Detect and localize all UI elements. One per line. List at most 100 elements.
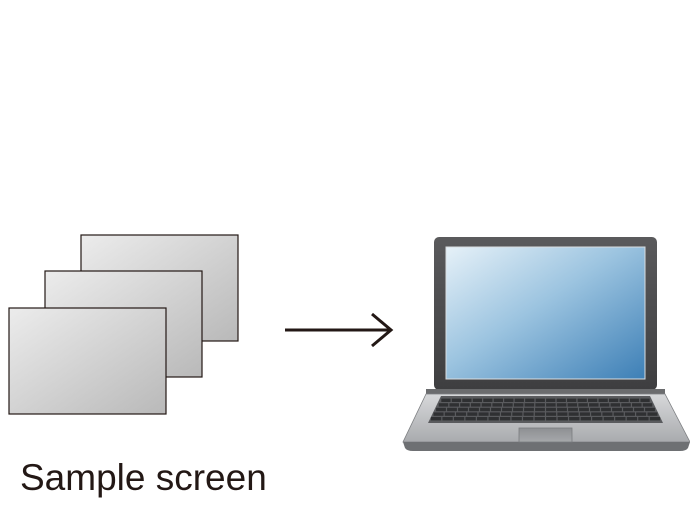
keyboard-key: [556, 398, 566, 402]
keyboard-key: [534, 412, 545, 416]
keyboard-key: [483, 398, 493, 402]
keyboard-key: [615, 417, 626, 421]
keyboard-key: [629, 398, 640, 402]
keyboard-key: [441, 398, 451, 402]
keyboard-key: [462, 398, 472, 402]
keyboard-key: [556, 403, 567, 407]
keyboard-key: [500, 417, 511, 421]
keyboard-key: [647, 412, 658, 416]
right-arrow-icon: [285, 312, 394, 348]
keyboard-key: [588, 398, 598, 402]
keyboard-key: [535, 403, 545, 407]
keyboard-key: [492, 403, 502, 407]
keyboard-key: [491, 407, 501, 412]
keyboard-key: [579, 412, 590, 416]
keyboard-key: [626, 417, 638, 421]
keyboard-key: [589, 403, 599, 407]
keyboard-key: [636, 412, 647, 416]
keyboard-key: [451, 398, 462, 402]
keyboard-key: [511, 417, 522, 421]
keyboard-key: [465, 417, 476, 421]
keyboard-key: [640, 398, 650, 402]
keyboard-key: [578, 403, 588, 407]
keyboard-key: [489, 412, 500, 416]
keyboard-key: [480, 407, 490, 412]
keyboard-key: [601, 407, 611, 412]
keyboard-key: [524, 407, 534, 412]
keyboard-key: [467, 412, 478, 416]
laptop-display: [445, 246, 646, 380]
keyboard-key: [501, 412, 512, 416]
keyboard-key: [634, 407, 644, 412]
keyboard-key: [504, 398, 514, 402]
keyboard-key: [603, 417, 615, 421]
screen-sheet-front: [8, 307, 167, 415]
keyboard-key: [624, 412, 635, 416]
keyboard-key: [546, 398, 556, 402]
keyboard-key: [444, 412, 455, 416]
keyboard-key: [598, 398, 608, 402]
laptop-keys: [430, 398, 661, 421]
keyboard-key: [610, 403, 621, 407]
keyboard-key: [568, 412, 579, 416]
keyboard-key: [493, 398, 503, 402]
keyboard-key: [513, 403, 524, 407]
laptop-keyboard: [428, 396, 663, 423]
keyboard-key: [535, 398, 545, 402]
keyboard-key: [638, 417, 649, 421]
keyboard-key: [569, 417, 580, 421]
keyboard-key: [453, 417, 465, 421]
keyboard-key: [472, 398, 483, 402]
keyboard-key: [456, 412, 467, 416]
laptop-hinge: [426, 389, 665, 395]
keyboard-key: [535, 407, 545, 412]
keyboard-key: [481, 403, 492, 407]
keyboard-key: [438, 403, 449, 407]
keyboard-key: [476, 417, 488, 421]
laptop-front-edge: [403, 442, 690, 451]
keyboard-key: [612, 407, 622, 412]
keyboard-key: [534, 417, 545, 421]
keyboard-key: [602, 412, 613, 416]
keyboard-key: [546, 417, 557, 421]
keyboard-key: [577, 398, 587, 402]
keyboard-key: [568, 407, 578, 412]
keyboard-key: [488, 417, 499, 421]
keyboard-key: [523, 412, 534, 416]
keyboard-key: [590, 407, 600, 412]
keyboard-key: [546, 407, 556, 412]
keyboard-key: [478, 412, 489, 416]
keyboard-key: [460, 403, 470, 407]
keyboard-key: [557, 417, 568, 421]
keyboard-key: [469, 407, 479, 412]
keyboard-key: [430, 417, 442, 421]
keyboard-key: [502, 407, 512, 412]
keyboard-key: [546, 412, 557, 416]
keyboard-key: [632, 403, 642, 407]
keyboard-key: [514, 398, 524, 402]
keyboard-key: [591, 412, 602, 416]
keyboard-key: [557, 407, 567, 412]
keyboard-key: [525, 398, 535, 402]
keyboard-key: [613, 412, 624, 416]
keyboard-key: [436, 407, 446, 412]
laptop-icon: [402, 237, 690, 451]
stacked-screens-icon: [8, 234, 239, 415]
keyboard-key: [442, 417, 453, 421]
keyboard-key: [447, 407, 457, 412]
keyboard-key: [599, 403, 610, 407]
keyboard-key: [513, 407, 523, 412]
keyboard-key: [645, 407, 655, 412]
keyboard-key: [579, 407, 589, 412]
keyboard-key: [649, 417, 661, 421]
keyboard-key: [592, 417, 603, 421]
keyboard-key: [567, 403, 578, 407]
keyboard-key: [449, 403, 459, 407]
keyboard-key: [523, 417, 534, 421]
laptop-touchpad: [518, 427, 573, 443]
keyboard-key: [608, 398, 619, 402]
keyboard-key: [621, 403, 631, 407]
keyboard-key: [458, 407, 468, 412]
